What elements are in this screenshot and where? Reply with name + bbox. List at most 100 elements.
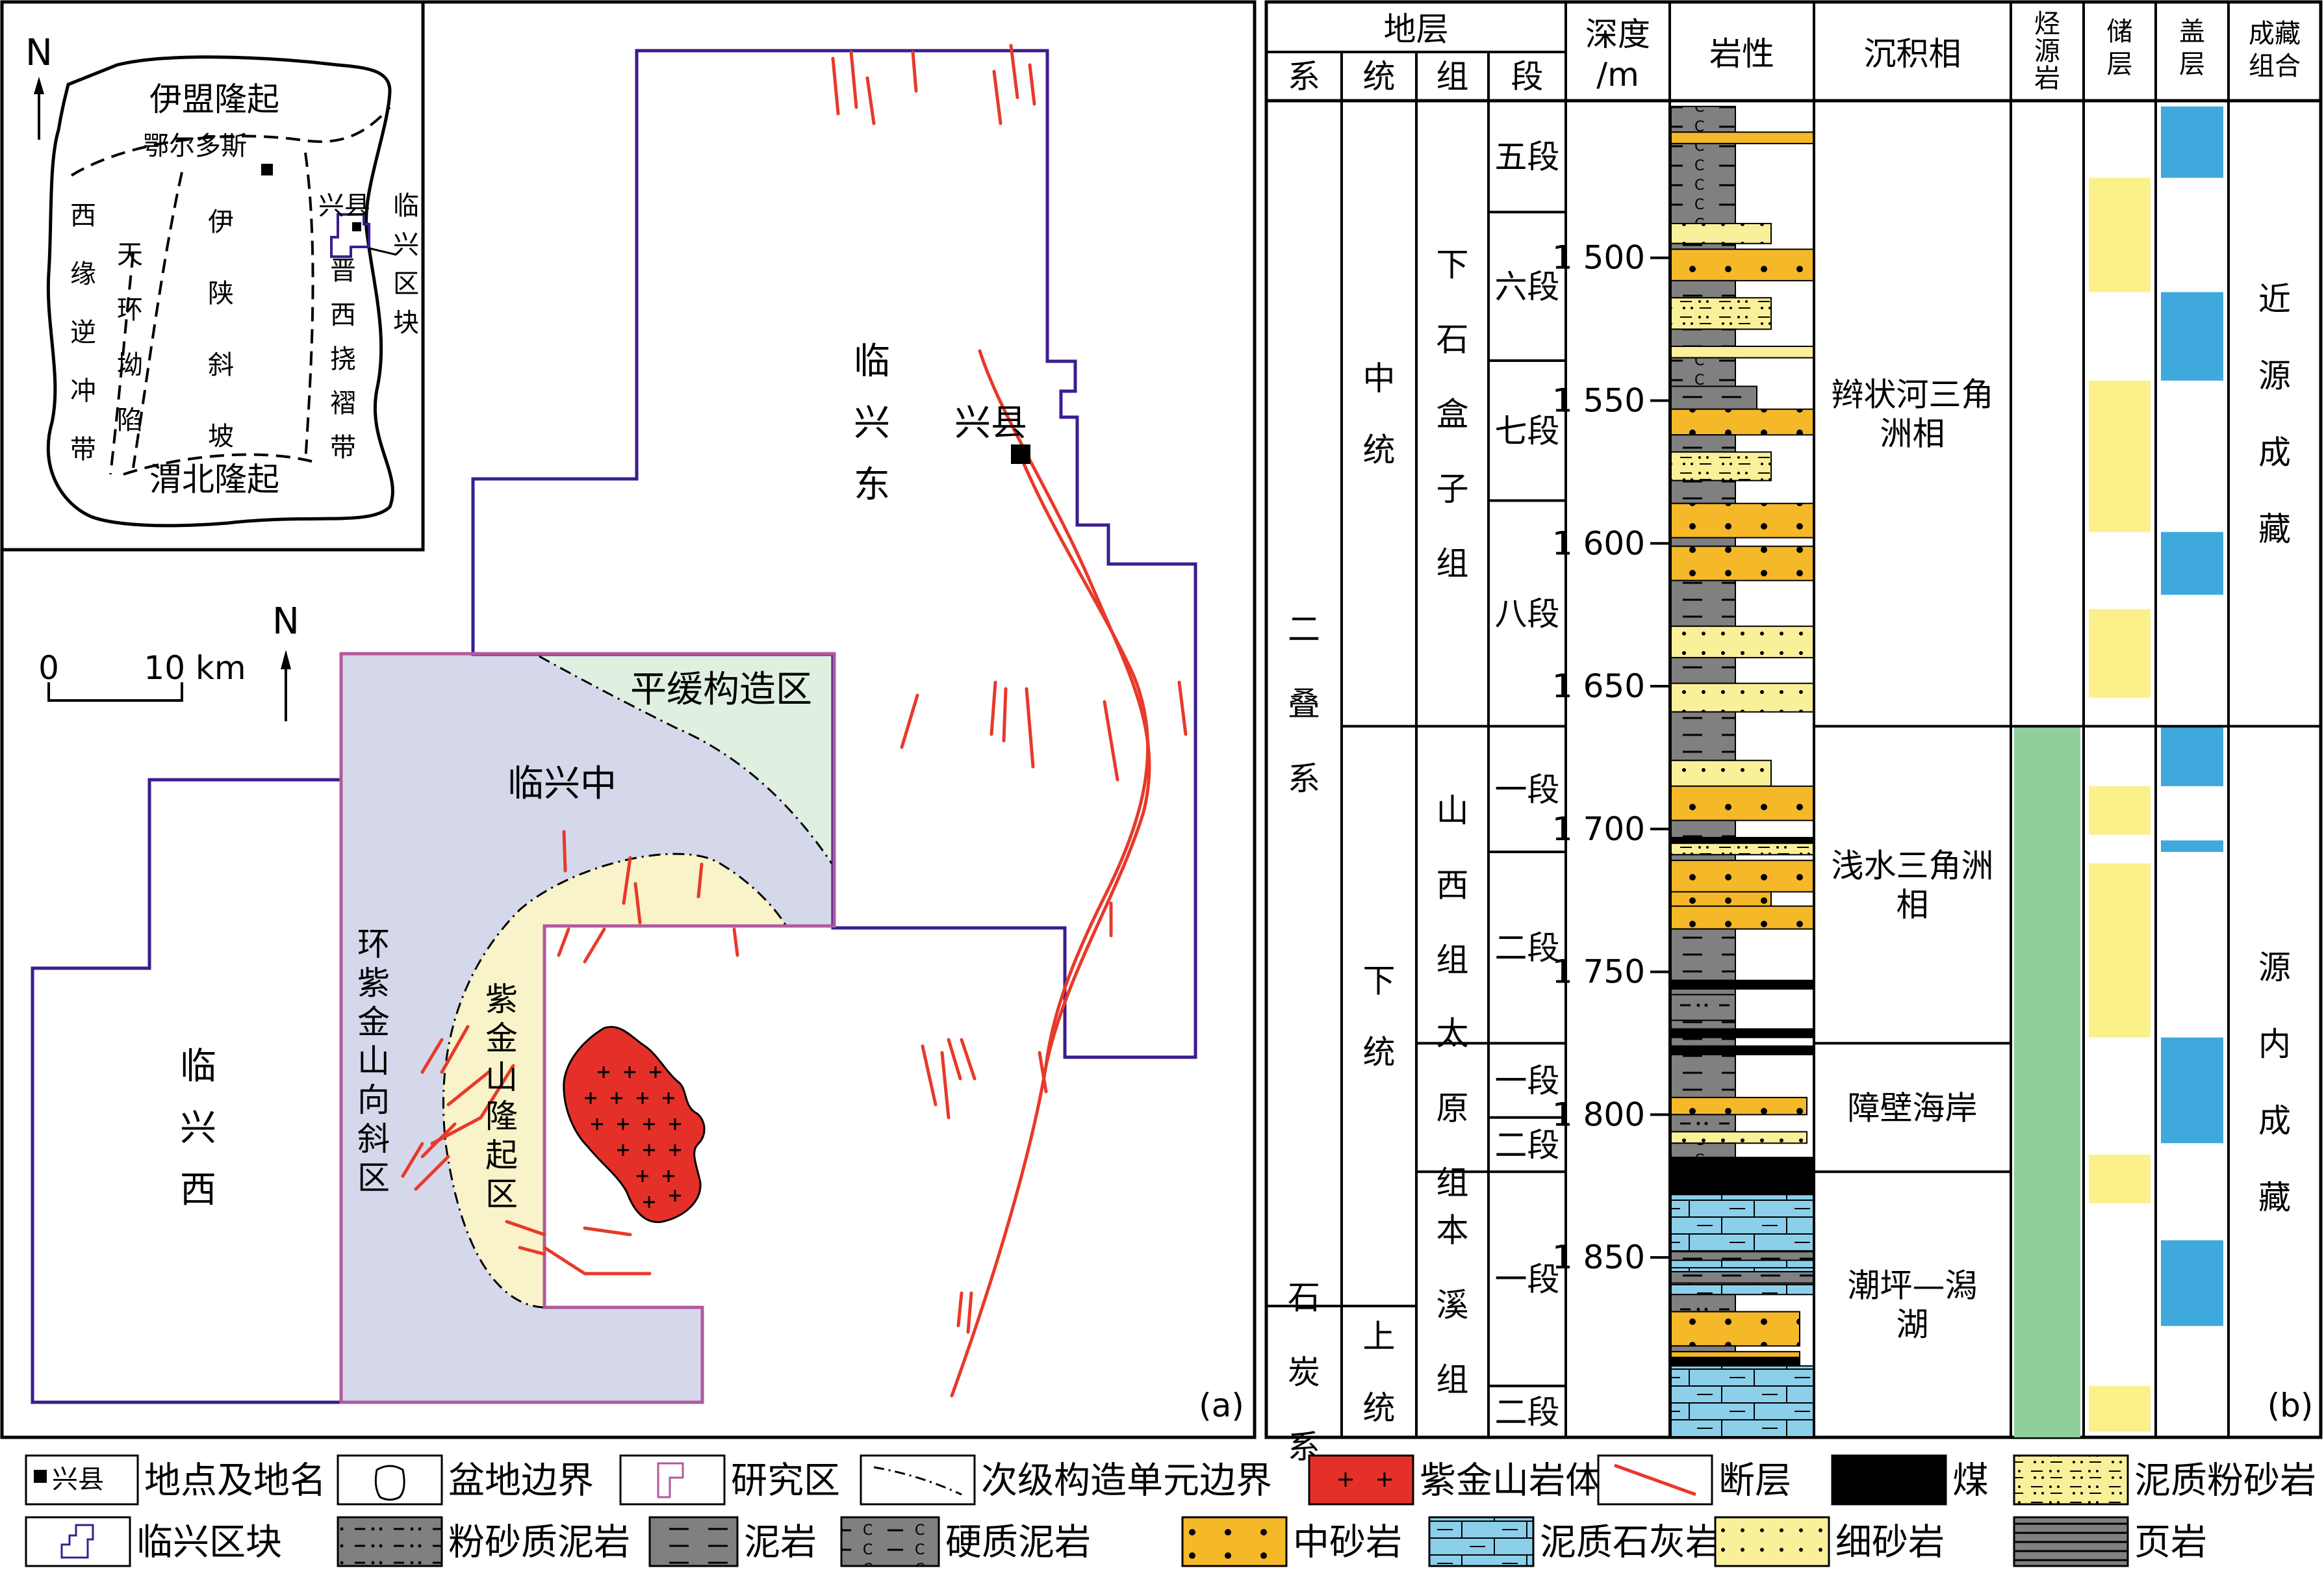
svg-text:成: 成 bbox=[2258, 1102, 2291, 1140]
legend-item-mudstone: 泥岩 bbox=[648, 1516, 817, 1567]
formation-label: 山西组 bbox=[1437, 792, 1469, 979]
lithology-bed-medium-sandstone bbox=[1670, 1096, 1807, 1116]
svg-text:组: 组 bbox=[1437, 1164, 1469, 1201]
lithology-bed-mudstone bbox=[1670, 819, 1736, 838]
lithology-bed-fine-sandstone bbox=[1670, 760, 1772, 787]
faults bbox=[401, 44, 1188, 1398]
facies-label: 湖 bbox=[1896, 1306, 1929, 1344]
svg-text:西: 西 bbox=[330, 300, 356, 330]
svg-text:临: 临 bbox=[180, 1046, 216, 1088]
svg-text:陷: 陷 bbox=[117, 405, 143, 435]
svg-text:层: 层 bbox=[2179, 49, 2205, 79]
north-arrow: N bbox=[272, 600, 300, 721]
lithology-bed-mudstone bbox=[1670, 854, 1736, 862]
legend-label: 细砂岩 bbox=[1835, 1522, 1945, 1564]
facies-label: 辫状河三角 bbox=[1832, 376, 1994, 413]
flat-zone-boundary bbox=[539, 655, 834, 865]
svg-text:岩: 岩 bbox=[2034, 64, 2060, 94]
svg-text:层: 层 bbox=[2107, 49, 2133, 79]
svg-text:本: 本 bbox=[1437, 1212, 1469, 1250]
lithology-bed-mudstone bbox=[1670, 385, 1757, 410]
svg-text:逆: 逆 bbox=[70, 318, 96, 348]
member-label: 五段 bbox=[1495, 138, 1560, 176]
legend-label: 中砂岩 bbox=[1293, 1522, 1402, 1564]
svg-text:西: 西 bbox=[70, 201, 96, 231]
svg-text:区: 区 bbox=[485, 1175, 518, 1213]
legend-item-town: 兴县地点及地名 bbox=[25, 1454, 326, 1506]
column-panel: 地层系统组段深度/m岩性沉积相烃源岩储层盖层成藏组合二叠系石炭系中统下统上统下石… bbox=[1264, 0, 2323, 1466]
lithology-bed-coal bbox=[1670, 1045, 1815, 1056]
svg-text:藏: 藏 bbox=[2258, 510, 2291, 548]
series-label: 上统 bbox=[1363, 1318, 1396, 1427]
svg-text:区: 区 bbox=[357, 1159, 390, 1197]
svg-text:统: 统 bbox=[1363, 1389, 1396, 1427]
lithology-bed-coal bbox=[1670, 836, 1815, 844]
reservoir-interval bbox=[2089, 1154, 2151, 1203]
header-source-rock: 烃源岩 bbox=[2034, 9, 2060, 94]
legend-label: 泥质石灰岩 bbox=[1540, 1522, 1722, 1564]
header-member: 段 bbox=[1511, 58, 1544, 96]
header-depth: 深度 bbox=[1585, 16, 1650, 53]
svg-text:兴县: 兴县 bbox=[52, 1465, 104, 1495]
linxing-west-outline bbox=[31, 778, 341, 1404]
svg-text:源: 源 bbox=[2258, 949, 2291, 986]
lithology-bed-hard-mudstone bbox=[1670, 105, 1736, 133]
lithology-bed-medium-sandstone bbox=[1670, 1351, 1800, 1358]
formation-label: 太原组 bbox=[1437, 1014, 1469, 1201]
svg-text:起: 起 bbox=[485, 1136, 518, 1174]
svg-text:组: 组 bbox=[1437, 1361, 1469, 1399]
svg-text:山: 山 bbox=[485, 1059, 518, 1096]
lithology-bed-medium-sandstone bbox=[1670, 891, 1772, 907]
lithology-bed-silty-mudstone-sand bbox=[1670, 842, 1815, 856]
inset-map: N 伊盟隆起鄂尔多斯西缘逆冲带天环坳陷伊陕斜坡晋西挠褶带渭北隆起兴县临兴区块 bbox=[0, 0, 425, 552]
formation-label: 本溪组 bbox=[1437, 1212, 1469, 1399]
member-label: 一段 bbox=[1495, 771, 1560, 808]
lithology-bed-silty-mudstone-sand bbox=[1670, 297, 1772, 330]
lithology-bed-mudstone bbox=[1670, 711, 1736, 762]
lithology-bed-fine-sandstone bbox=[1670, 625, 1815, 659]
depth-tick-label: 1 700 bbox=[1552, 810, 1645, 848]
svg-text:临: 临 bbox=[393, 191, 419, 221]
inset-label-yimeng: 伊盟隆起 bbox=[149, 81, 279, 118]
legend-label: 断层 bbox=[1718, 1460, 1791, 1502]
legend-label: 硬质泥岩 bbox=[945, 1522, 1091, 1564]
member-label: 二段 bbox=[1495, 1393, 1560, 1431]
header-depth-unit: /m bbox=[1596, 56, 1639, 94]
column-panel-label: (b) bbox=[2267, 1387, 2314, 1424]
legend-label: 煤 bbox=[1952, 1460, 1989, 1502]
lithology-bed-fine-sandstone bbox=[1670, 345, 1815, 359]
uplift-zone bbox=[442, 853, 788, 1309]
lithology-bed-medium-sandstone bbox=[1670, 131, 1815, 144]
cap-interval bbox=[2161, 292, 2223, 381]
svg-text:溪: 溪 bbox=[1437, 1287, 1469, 1324]
legend-label: 泥岩 bbox=[744, 1522, 817, 1564]
inset-label-linxing-block: 临兴区块 bbox=[393, 191, 419, 338]
svg-text:东: 东 bbox=[854, 464, 890, 506]
lithology-bed-mudstone bbox=[1670, 242, 1736, 250]
lithology-bed-mudstone bbox=[1670, 988, 1736, 995]
legend-label: 页岩 bbox=[2134, 1522, 2207, 1564]
depth-tick-label: 1 850 bbox=[1552, 1239, 1645, 1276]
lithology-bed-mudstone bbox=[1670, 328, 1736, 347]
xing-county-marker bbox=[1011, 444, 1030, 464]
svg-text:统: 统 bbox=[1363, 1034, 1396, 1072]
label-xing-county: 兴县 bbox=[954, 402, 1027, 444]
legend-label: 紫金山岩体 bbox=[1420, 1460, 1602, 1502]
lithology-bed-fine-sandstone bbox=[1670, 222, 1772, 244]
header-system: 系 bbox=[1288, 58, 1320, 96]
svg-text:块: 块 bbox=[393, 308, 419, 338]
legend-item-coal: 煤 bbox=[1831, 1454, 1989, 1506]
legend: 兴县地点及地名盆地边界研究区次级构造单元边界紫金山岩体断层煤泥质粉砂岩临兴区块粉… bbox=[25, 1454, 2316, 1567]
svg-text:缘: 缘 bbox=[70, 259, 96, 289]
facies-label: 障壁海岸 bbox=[1848, 1089, 1978, 1127]
lithology-bed-medium-sandstone bbox=[1670, 408, 1815, 436]
legend-item-shale: 页岩 bbox=[2013, 1516, 2207, 1567]
legend-label: 泥质粉砂岩 bbox=[2134, 1460, 2316, 1502]
svg-text:系: 系 bbox=[1288, 760, 1320, 797]
